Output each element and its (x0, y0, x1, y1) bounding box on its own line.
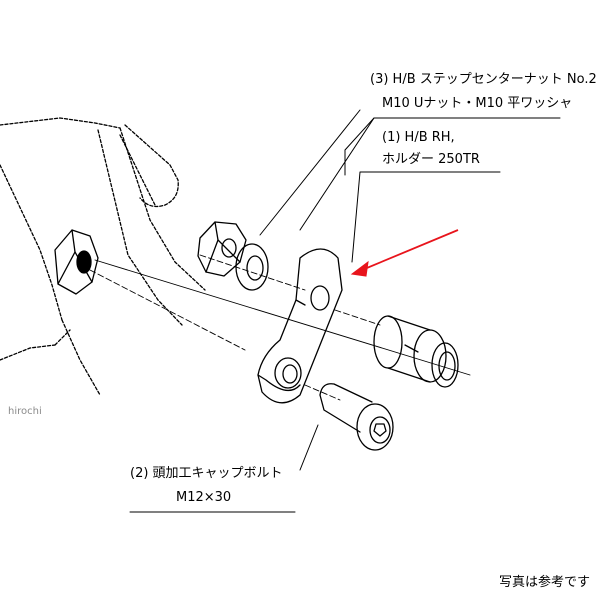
cap-bolt (319, 383, 394, 451)
part2-label-line1: (2) 頭加工キャップボルト (130, 466, 283, 481)
frame-outline (0, 117, 206, 396)
part1-label-line2: ホルダー 250TR (382, 152, 480, 167)
wedge-nut (54, 229, 99, 295)
axis-lines (89, 254, 471, 401)
flat-washer (235, 243, 269, 291)
part3-label-line1: (3) H/B ステップセンターナット No.2 (370, 72, 597, 87)
part2-label-line2: M12×30 (176, 490, 232, 505)
part3-label-line2: M10 Uナット・M10 平ワッシャ (382, 96, 573, 111)
leader-lines (129, 109, 561, 513)
reference-photo-note: 写真は参考です (498, 575, 590, 590)
hex-nut (197, 221, 247, 277)
collar-bushing (373, 315, 459, 388)
holder-plate (257, 248, 343, 404)
watermark-text: hirochi (8, 406, 42, 417)
part1-label-line1: (1) H/B RH, (382, 130, 455, 145)
frame-tube (119, 124, 179, 208)
highlight-arrow (350, 229, 459, 277)
